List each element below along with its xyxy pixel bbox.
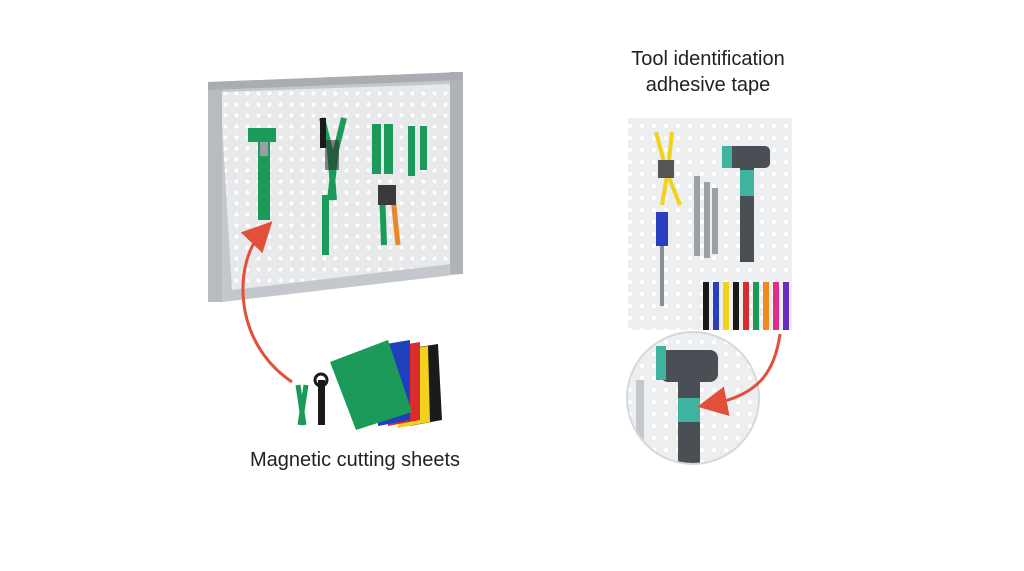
caption-line-1: Tool identification — [631, 48, 785, 70]
tape-color-swatch — [773, 282, 779, 330]
caption-line-2: adhesive tape — [645, 74, 771, 96]
tape-color-swatch — [733, 282, 739, 330]
tape-color-swatch — [783, 282, 789, 330]
caption-text: Magnetic cutting sheets — [249, 449, 461, 471]
curved-arrow-icon — [240, 221, 293, 384]
magnetic-sheets-illustration — [295, 340, 442, 430]
tape-color-swatch — [753, 282, 759, 330]
tape-color-swatch — [703, 282, 709, 330]
tape-color-swatch — [763, 282, 769, 330]
tape-color-strip — [703, 282, 789, 330]
tape-color-swatch — [723, 282, 729, 330]
tool-identification-tape-caption: Tool identification adhesive tape — [590, 46, 826, 98]
curved-arrow-icon — [697, 333, 782, 416]
tape-color-swatch — [743, 282, 749, 330]
magnetic-cutting-sheets-caption: Magnetic cutting sheets — [200, 447, 510, 473]
tape-color-swatch — [713, 282, 719, 330]
tape-pegboard-illustration — [628, 118, 792, 330]
zoom-circle-illustration — [626, 331, 760, 465]
